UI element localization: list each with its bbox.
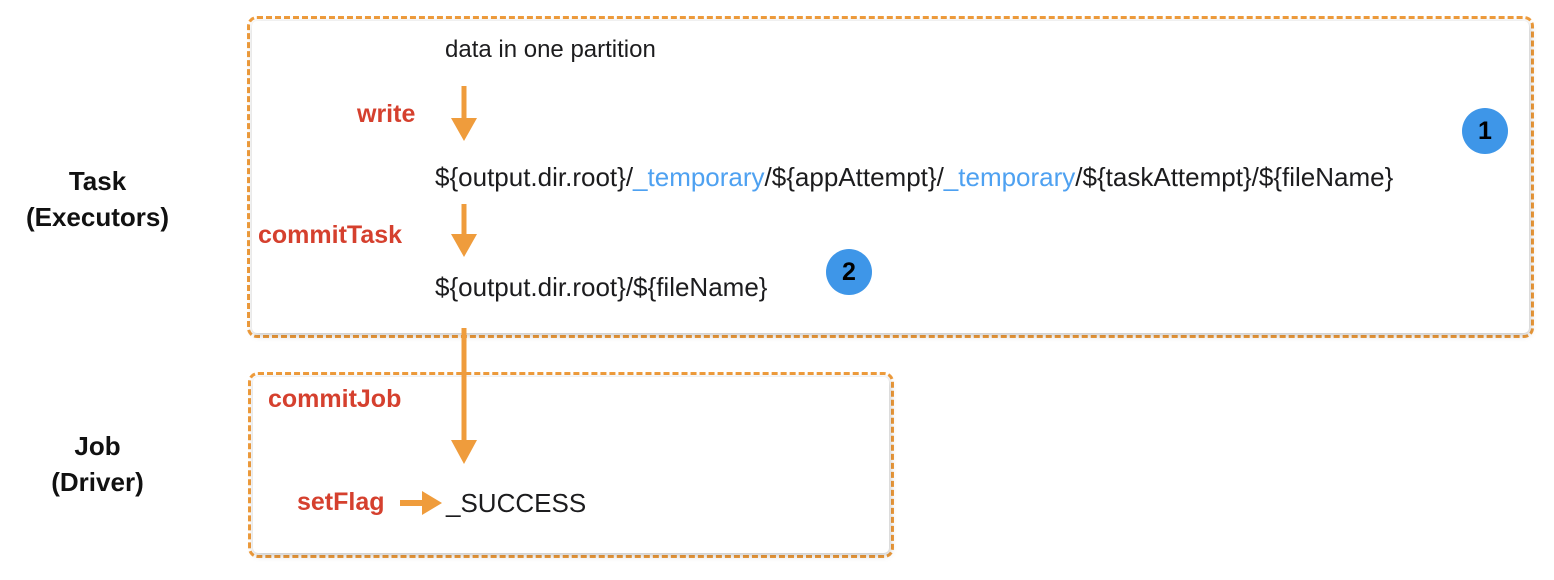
task-label-line1: Task	[68, 166, 127, 196]
task-label-line2: (Executors)	[25, 202, 170, 232]
task-box-panel	[252, 21, 1529, 333]
task-executors-box	[247, 16, 1534, 338]
path-segment-temporary-link: _temporary	[633, 162, 765, 192]
job-driver-box	[248, 372, 894, 558]
commit-job-step-label: commitJob	[268, 385, 402, 413]
final-output-path: ${output.dir.root}/${fileName}	[435, 272, 768, 302]
step-2-number: 2	[842, 257, 856, 286]
partition-data-label: data in one partition	[445, 36, 656, 63]
temporary-output-path: ${output.dir.root}/_temporary/${appAttem…	[435, 162, 1393, 193]
success-marker-text: _SUCCESS	[446, 488, 587, 518]
step-2-badge: 2	[826, 249, 872, 295]
path-segment: /${appAttempt}/	[764, 162, 944, 192]
job-label-line1: Job	[74, 431, 121, 461]
set-flag-step-label: setFlag	[297, 488, 385, 516]
step-1-number: 1	[1478, 116, 1492, 145]
job-box-panel	[253, 377, 889, 553]
write-step-label: write	[357, 100, 416, 128]
path-segment-temporary-link: _temporary	[943, 162, 1076, 192]
job-driver-label: Job (Driver)	[5, 428, 190, 500]
task-executors-label: Task (Executors)	[5, 163, 190, 235]
path-segment: ${output.dir.root}/	[435, 162, 634, 192]
job-label-line2: (Driver)	[51, 467, 144, 497]
commit-task-step-label: commitTask	[258, 221, 403, 249]
path-segment: /${taskAttempt}/${fileName}	[1075, 162, 1394, 192]
step-1-badge: 1	[1462, 108, 1508, 154]
